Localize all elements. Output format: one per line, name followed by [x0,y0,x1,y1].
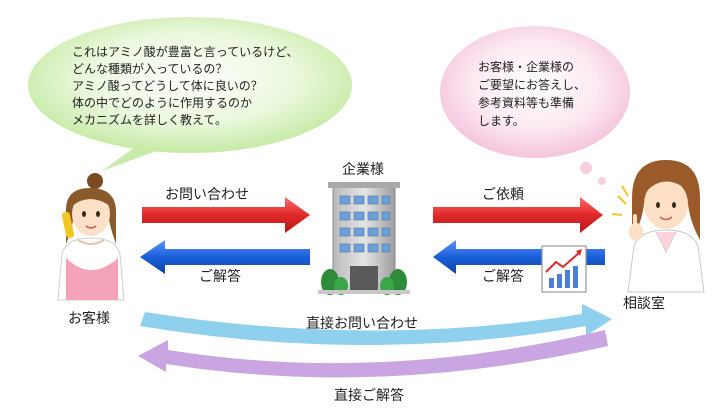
office-bubble-line: 参考資料等も準備 [478,96,575,110]
request-arrow [433,197,603,233]
inquiry-arrow [142,197,310,233]
customer-label: お客様 [68,311,110,327]
office-bubble-line: お客様・企業様の [478,60,575,74]
answer-to-customer-label: ご解答 [199,269,241,285]
answer-to-company-label: ご解答 [482,269,524,285]
customer-bubble-text: これはアミノ酸が豊富と言っているけど、 どんな種類が入っているの？ アミノ酸って… [72,44,299,129]
request-label: ご依頼 [482,187,524,203]
office-speech-bubble [440,26,630,185]
direct-inquiry-arrow [140,304,612,345]
company-label: 企業様 [342,162,384,178]
direct-answer-label: 直接ご解答 [334,388,404,404]
doctor-woman-icon [611,160,705,293]
answer-to-customer-arrow [140,240,310,274]
customer-bubble-line: アミノ酸ってどうして体に良いの？ [72,79,263,93]
rising-chart-icon [541,245,587,293]
customer-bubble-line: メカニズムを詳しく教えて。 [72,113,228,127]
customer-bubble-line: 体の中でどのように作用するのか [72,96,253,110]
office-bubble-line: ご要望にお答えし、 [478,78,587,92]
office-label: 相談室 [623,296,665,312]
customer-speech-bubble [28,17,352,171]
direct-inquiry-label: 直接お問い合わせ [306,316,418,332]
office-bubble-text: お客様・企業様の ご要望にお答えし、 参考資料等も準備 します。 [478,58,586,130]
inquiry-label: お問い合わせ [165,187,249,203]
customer-bubble-line: これはアミノ酸が豊富と言っているけど、 [72,45,299,59]
answer-to-company-arrow [433,240,605,274]
office-bubble-line: します。 [478,114,525,128]
direct-answer-arrow [138,330,608,378]
woman-on-phone-icon [57,173,125,301]
office-building-icon [318,182,410,295]
customer-bubble-line: どんな種類が入っているの？ [72,62,228,76]
